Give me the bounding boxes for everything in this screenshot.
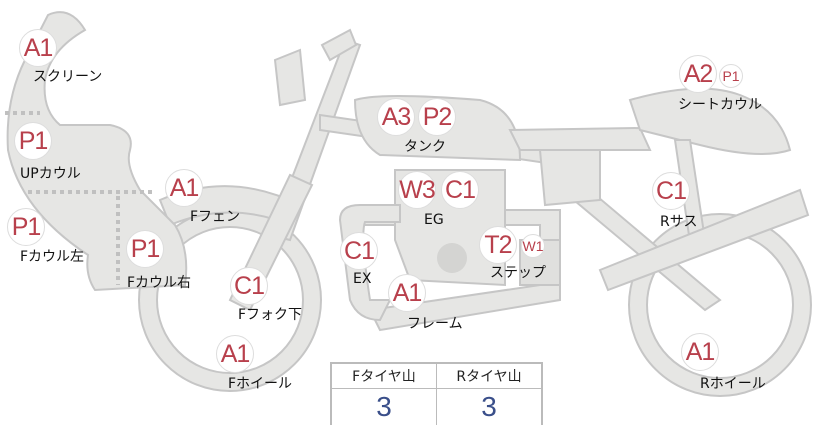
damage-badge-tank[interactable]: P2 — [418, 98, 456, 136]
cowl-division-lines — [5, 111, 155, 285]
part-label-f-fender: Fフェン — [190, 209, 241, 225]
damage-badge-f-cowl-left[interactable]: P1 — [7, 208, 45, 246]
damage-badge-eg[interactable]: W3 — [398, 171, 436, 209]
damage-badge-f-fender[interactable]: A1 — [165, 169, 203, 207]
damage-badge-f-cowl-right[interactable]: P1 — [126, 230, 164, 268]
rear-tire-value: 3 — [436, 388, 543, 425]
damage-badge-step[interactable]: T2 — [479, 226, 517, 264]
damage-badge-f-fork-lower[interactable]: C1 — [230, 267, 268, 305]
front-wheel-shape — [139, 209, 321, 391]
part-label-tank: タンク — [404, 139, 446, 155]
damage-badge-r-sus[interactable]: C1 — [652, 172, 690, 210]
part-label-r-sus: Rサス — [660, 214, 698, 230]
front-tire-header: Fタイヤ山 — [330, 362, 437, 389]
part-label-ex: EX — [353, 271, 372, 287]
damage-badge-step[interactable]: W1 — [521, 234, 545, 258]
damage-badge-seat-cowl[interactable]: P1 — [719, 64, 743, 88]
damage-badge-screen[interactable]: A1 — [19, 29, 57, 67]
part-label-r-wheel: Rホイール — [700, 376, 766, 392]
tire-tread-table: Fタイヤ山 Rタイヤ山 3 3 — [330, 362, 543, 425]
part-label-up-cowl: UPカウル — [20, 166, 81, 182]
part-label-seat-cowl: シートカウル — [678, 97, 762, 113]
rear-tire-header: Rタイヤ山 — [436, 362, 543, 389]
part-label-step: ステップ — [490, 265, 546, 281]
part-label-frame: フレーム — [407, 316, 463, 332]
damage-badge-tank[interactable]: A3 — [377, 98, 415, 136]
damage-badge-frame[interactable]: A1 — [388, 274, 426, 312]
part-label-f-cowl-left: Fカウル左 — [20, 249, 85, 265]
damage-badge-ex[interactable]: C1 — [340, 232, 378, 270]
part-label-f-fork-lower: Fフォク下 — [238, 307, 303, 323]
damage-badge-seat-cowl[interactable]: A2 — [679, 55, 717, 93]
damage-badge-up-cowl[interactable]: P1 — [14, 122, 52, 160]
part-label-screen: スクリーン — [33, 69, 103, 85]
front-tire-value: 3 — [330, 388, 437, 425]
damage-badge-f-wheel[interactable]: A1 — [216, 335, 254, 373]
damage-badge-eg[interactable]: C1 — [441, 171, 479, 209]
part-label-f-cowl-right: Fカウル右 — [127, 275, 192, 291]
damage-badge-r-wheel[interactable]: A1 — [681, 333, 719, 371]
part-label-eg: EG — [424, 212, 444, 228]
part-label-f-wheel: Fホイール — [228, 376, 293, 392]
